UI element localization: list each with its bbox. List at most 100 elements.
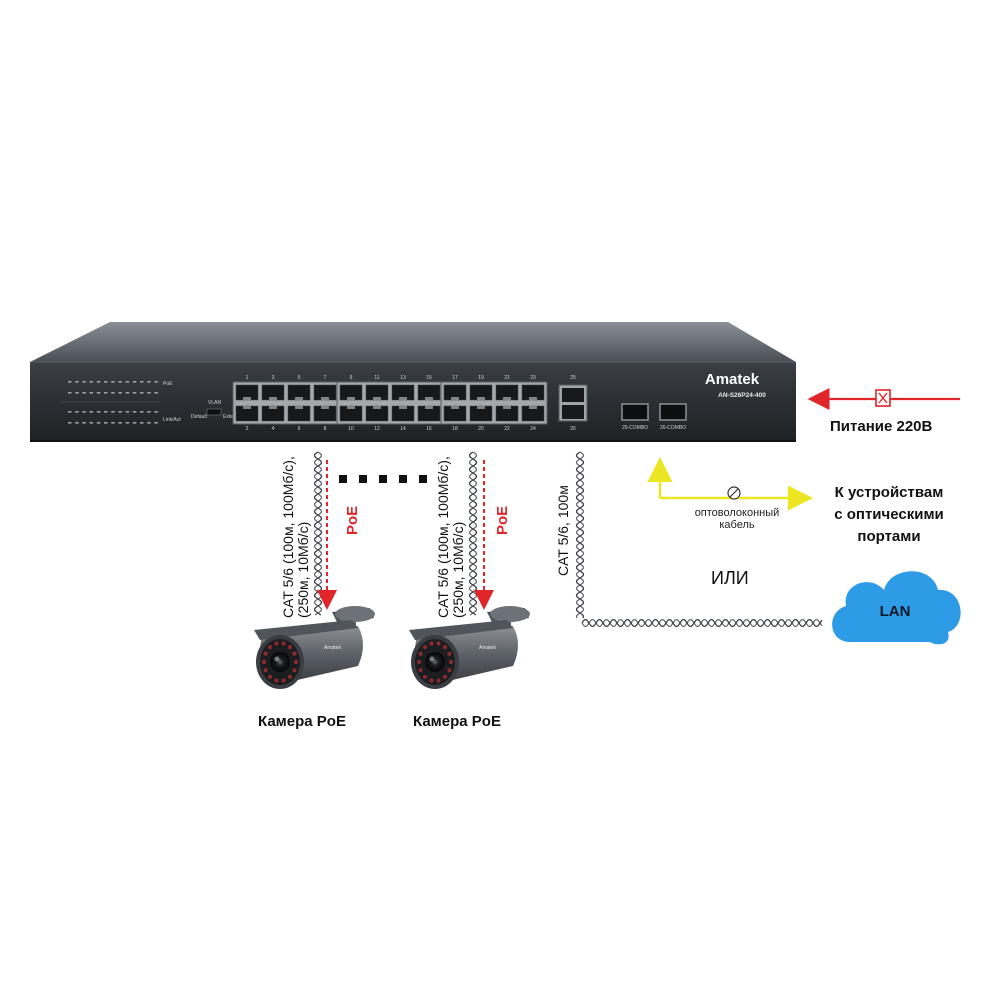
- status-led: [132, 422, 137, 424]
- port-number-top: 11: [374, 375, 379, 381]
- twisted-pair-cables: [313, 451, 823, 628]
- fiber-cable-label: оптоволоконный кабель: [672, 507, 802, 531]
- status-led: [118, 381, 122, 383]
- port-number-top: 25: [570, 375, 576, 381]
- status-led: [118, 422, 122, 424]
- switch-brand: Amatek: [705, 371, 760, 388]
- cable-uplink: [581, 618, 823, 628]
- port-26[interactable]: [562, 405, 584, 419]
- network-switch: PoE Link/Act VLAN Default Extend 1234567…: [30, 322, 796, 442]
- cable-2-line-2: (250м, 10Мб/с): [450, 521, 466, 618]
- camera-lens: [270, 652, 290, 672]
- port-number-top: 17: [452, 375, 458, 381]
- sfp-port-26[interactable]: [659, 403, 687, 421]
- port-number-top: 9: [350, 375, 353, 381]
- status-led: [75, 422, 79, 424]
- status-led: [104, 411, 108, 413]
- status-led: [68, 381, 72, 383]
- camera-lens: [425, 652, 445, 672]
- cable-camera-1: [313, 451, 323, 616]
- status-led: [118, 392, 122, 394]
- camera-2-label: Камера PoE: [413, 713, 501, 730]
- poe-label-2: PoE: [494, 505, 511, 535]
- port-number-bottom: 4: [272, 426, 275, 432]
- switch-label-default: Default: [191, 414, 207, 420]
- fiber-label-line-2: кабель: [719, 519, 755, 531]
- status-led: [75, 411, 79, 413]
- status-led: [82, 381, 86, 383]
- status-led: [104, 381, 108, 383]
- status-led: [140, 422, 144, 424]
- cable-camera-2: [468, 451, 478, 616]
- port-number-top: 1: [246, 375, 249, 381]
- status-led: [125, 422, 130, 424]
- port-number-bottom: 26: [570, 426, 576, 432]
- port-number-bottom: 12: [374, 426, 380, 432]
- cable-camera-2: [468, 451, 478, 616]
- rj45-ports: [232, 381, 548, 425]
- port-number-bottom: 2: [246, 426, 249, 432]
- status-led: [111, 422, 115, 424]
- status-led: [132, 392, 137, 394]
- status-led: [89, 411, 94, 413]
- status-led: [140, 392, 144, 394]
- port-number-top: 21: [504, 375, 510, 381]
- cable-2-line-1: CAT 5/6 (100м, 100Мб/с),: [435, 456, 451, 618]
- port-number-bottom: 8: [324, 426, 327, 432]
- status-led: [75, 392, 79, 394]
- cloud-icon: [832, 571, 961, 645]
- cable-camera-1: [313, 451, 323, 616]
- camera-poe-2: Amatek: [409, 606, 530, 689]
- status-led: [96, 381, 101, 383]
- lan-label: LAN: [880, 603, 911, 620]
- led-label-link: Link/Act: [163, 417, 181, 423]
- sfp-port-25[interactable]: [621, 403, 649, 421]
- status-led: [68, 392, 72, 394]
- cable-1-line-2: (250м, 10Мб/с): [295, 521, 311, 618]
- sfp-ports: 25-COMBO 26-COMBO: [621, 403, 687, 431]
- status-led: [132, 411, 137, 413]
- camera-poe-1: Amatek: [254, 606, 375, 689]
- port-number-top: 19: [478, 375, 484, 381]
- led-label-poe: PoE: [163, 381, 173, 387]
- lan-cloud: LAN: [832, 571, 961, 645]
- status-led: [68, 422, 72, 424]
- sfp-label-25: 25-COMBO: [622, 425, 648, 431]
- status-led: [118, 411, 122, 413]
- sfp-label-26: 26-COMBO: [660, 425, 686, 431]
- status-led: [147, 411, 151, 413]
- status-led: [125, 411, 130, 413]
- switch-model: AN-S26P24-400: [718, 392, 766, 399]
- status-led: [104, 422, 108, 424]
- status-led: [147, 422, 151, 424]
- fiber-cable: [647, 457, 813, 511]
- cable-1-line-1: CAT 5/6 (100м, 100Мб/с),: [280, 456, 296, 618]
- status-led: [89, 422, 94, 424]
- mode-switch[interactable]: [206, 408, 222, 416]
- status-led: [132, 381, 137, 383]
- status-led: [125, 381, 130, 383]
- status-led: [89, 381, 94, 383]
- port-number-bottom: 10: [348, 426, 354, 432]
- port-number-bottom: 20: [478, 426, 484, 432]
- switch-top-face: [30, 322, 796, 362]
- port-number-top: 3: [272, 375, 275, 381]
- port-25[interactable]: [562, 388, 584, 402]
- optical-devices-line-3: портами: [857, 528, 921, 545]
- port-number-bottom: 24: [530, 426, 536, 432]
- switch-label-vlan: VLAN: [208, 400, 221, 406]
- power-input: [807, 388, 960, 410]
- switch-label-extend: Extend: [223, 414, 239, 420]
- optical-devices-line-1: К устройствам: [834, 484, 944, 501]
- status-led: [125, 392, 130, 394]
- optical-devices-label: К устройствам с оптическими портами: [814, 482, 964, 548]
- status-led: [96, 392, 101, 394]
- or-label: ИЛИ: [711, 568, 749, 588]
- port-number-top: 5: [298, 375, 301, 381]
- port-number-bottom: 22: [504, 426, 510, 432]
- status-led: [89, 392, 94, 394]
- status-led: [68, 411, 72, 413]
- cable-1-label: CAT 5/6 (100м, 100Мб/с), (250м, 10Мб/с): [280, 456, 311, 618]
